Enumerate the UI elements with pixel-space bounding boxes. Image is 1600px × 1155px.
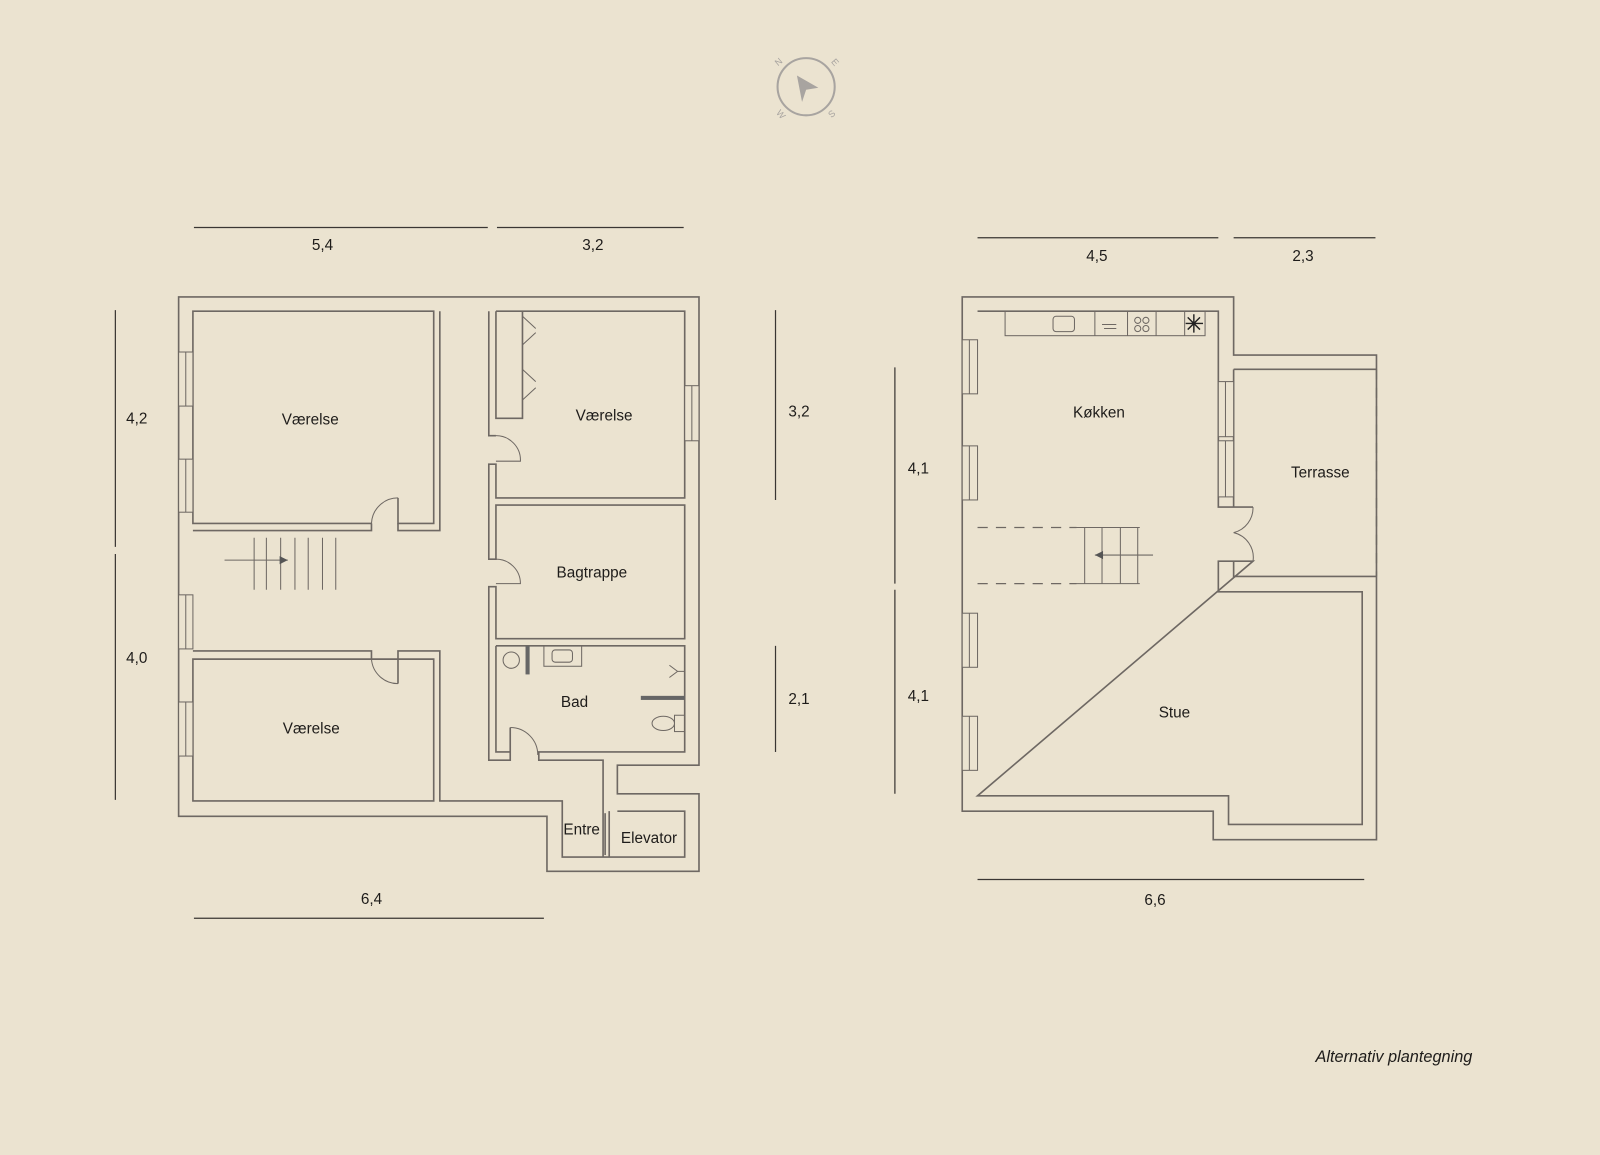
caption: Alternativ plantegning (1314, 1048, 1472, 1066)
room-label: Køkken (1073, 404, 1125, 421)
compass-icon: N E S W (773, 56, 841, 121)
svg-text:E: E (829, 57, 841, 68)
floor-plan-right: Køkken Terrasse Stue 4,5 2,3 4,1 4,1 6,6 (894, 237, 1378, 909)
dimension-label: 3,2 (582, 237, 603, 254)
dimension-label: 4,0 (126, 650, 147, 667)
room-label: Bad (561, 694, 588, 711)
svg-text:N: N (773, 56, 785, 68)
room-label: Værelse (576, 407, 633, 424)
room-label: Bagtrappe (557, 565, 628, 582)
svg-text:W: W (774, 108, 787, 121)
dimension-label: 5,4 (312, 237, 334, 254)
dimension-label: 2,1 (788, 691, 809, 708)
svg-text:S: S (826, 108, 837, 120)
dimension-label: 3,2 (788, 403, 809, 420)
room-label: Terrasse (1291, 465, 1350, 482)
dimension-label: 4,2 (126, 410, 147, 427)
room-label: Elevator (621, 830, 677, 847)
room-label: Entre (563, 822, 600, 839)
room-label: Værelse (283, 721, 340, 738)
room-label: Stue (1159, 704, 1190, 721)
room-label: Værelse (282, 411, 339, 428)
dimension-label: 4,1 (908, 460, 929, 477)
dimension-label: 2,3 (1292, 248, 1313, 265)
dimension-label: 6,4 (361, 891, 383, 908)
dimension-label: 6,6 (1144, 892, 1165, 909)
dimension-label: 4,5 (1086, 248, 1107, 265)
dimension-label: 4,1 (908, 688, 929, 705)
floor-plan-left: Værelse Værelse Bagtrappe Bad Værelse En… (114, 226, 810, 919)
